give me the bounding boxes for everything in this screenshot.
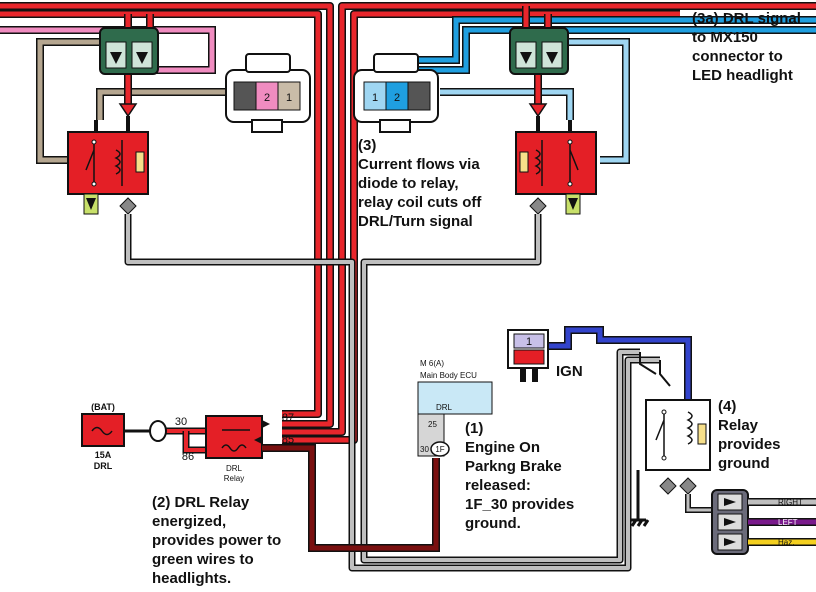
ecu-signal-label: DRL bbox=[436, 403, 453, 412]
annotation-relay-ground: (4) Relay provides ground bbox=[718, 398, 781, 472]
right-connector-pin-1: 1 bbox=[372, 92, 378, 104]
drl-relay-pin-86: 86 bbox=[182, 451, 194, 463]
right-green-connector bbox=[509, 27, 569, 75]
fuse-circuit bbox=[124, 427, 206, 454]
fuse: (BAT) 15A DRL bbox=[81, 402, 167, 471]
switch-left-label: LEFT bbox=[778, 518, 798, 527]
left-green-connector bbox=[99, 27, 159, 75]
fuse-supply-label: (BAT) bbox=[91, 402, 115, 412]
right-connector-pin-2: 2 bbox=[394, 92, 400, 104]
fuse-name-label: DRL bbox=[94, 461, 113, 471]
ecu-connector-label: M 6(A) bbox=[420, 359, 444, 368]
ecu-pin-30: 30 bbox=[420, 445, 429, 454]
ignition-label: IGN bbox=[556, 363, 583, 380]
switch-haz-label: Haz. bbox=[778, 538, 794, 547]
ground-relay bbox=[630, 352, 712, 527]
drl-relay-pin-30: 30 bbox=[175, 416, 187, 428]
diode-return-wires bbox=[124, 214, 660, 572]
drl-relay: 30 86 87 85 DRL Relay bbox=[175, 412, 294, 483]
annotation-drl-relay-energized: (2) DRL Relay energized, provides power … bbox=[152, 494, 282, 587]
left-headlight-circuit bbox=[0, 14, 225, 164]
turn-signal-switch: RIGHT LEFT Haz. bbox=[711, 489, 816, 555]
left-connector-pin-2: 2 bbox=[264, 92, 270, 104]
ecu-name-label: Main Body ECU bbox=[420, 371, 477, 380]
drl-relay-pin-87: 87 bbox=[282, 412, 294, 424]
left-connector-pin-1: 1 bbox=[286, 92, 292, 104]
power-wires bbox=[0, 2, 816, 444]
right-headlight-connector: 1 2 bbox=[353, 53, 439, 133]
annotation-drl-signal: (3a) DRL signal to MX150 connector to LE… bbox=[692, 10, 801, 84]
drl-relay-pin-85: 85 bbox=[282, 434, 294, 446]
ecu-pin-1f: 1F bbox=[435, 445, 444, 454]
ecu-ground-wire bbox=[262, 444, 440, 552]
ecu-pin-25: 25 bbox=[428, 420, 437, 429]
ignition-connector: 1 IGN bbox=[507, 329, 583, 382]
ignition-wire bbox=[548, 326, 692, 404]
switch-right-label: RIGHT bbox=[778, 498, 803, 507]
right-relay bbox=[515, 116, 597, 215]
drl-relay-label-2: Relay bbox=[224, 474, 244, 483]
ignition-pin-1: 1 bbox=[526, 336, 532, 348]
left-relay bbox=[67, 116, 149, 215]
drl-relay-label-1: DRL bbox=[226, 464, 243, 473]
main-body-ecu: M 6(A) Main Body ECU DRL 25 30 1F bbox=[417, 359, 493, 457]
left-headlight-connector: 2 1 bbox=[225, 53, 311, 133]
fuse-rating-label: 15A bbox=[95, 450, 112, 460]
annotation-engine-on: (1) Engine On Parkng Brake released: 1F_… bbox=[465, 420, 575, 532]
annotation-current-flows: (3) Current flows via diode to relay, re… bbox=[358, 137, 482, 230]
